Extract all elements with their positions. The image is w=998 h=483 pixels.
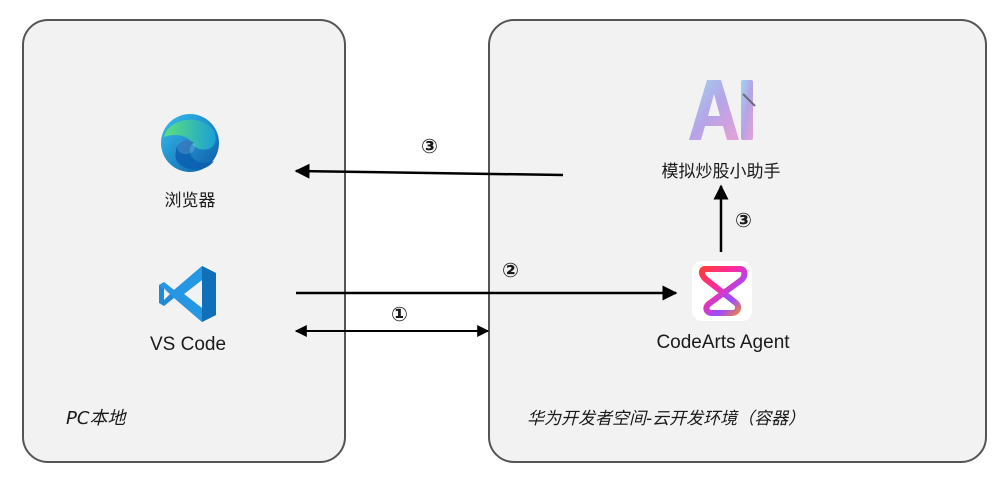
assistant-label: 模拟炒股小助手 — [661, 162, 781, 182]
arrow-assistant-to-browser — [294, 163, 564, 179]
agent-label: CodeArts Agent — [656, 332, 790, 353]
step-label-2: ② — [502, 258, 519, 282]
codearts-agent-icon — [692, 261, 752, 321]
vscode-icon — [159, 266, 216, 322]
step-label-3-top: ③ — [421, 134, 438, 158]
cloud-dev-env-panel — [488, 19, 987, 463]
pc-local-panel — [22, 19, 346, 463]
step-label-1: ① — [391, 302, 408, 326]
step-label-3-right: ③ — [735, 208, 752, 232]
pc-local-caption: PC本地 — [66, 408, 126, 429]
cloud-env-caption: 华为开发者空间-云开发环境（容器） — [527, 409, 806, 429]
browser-label: 浏览器 — [164, 191, 216, 211]
vscode-label: VS Code — [149, 334, 227, 355]
ai-icon — [689, 80, 756, 140]
edge-browser-icon — [161, 114, 219, 172]
